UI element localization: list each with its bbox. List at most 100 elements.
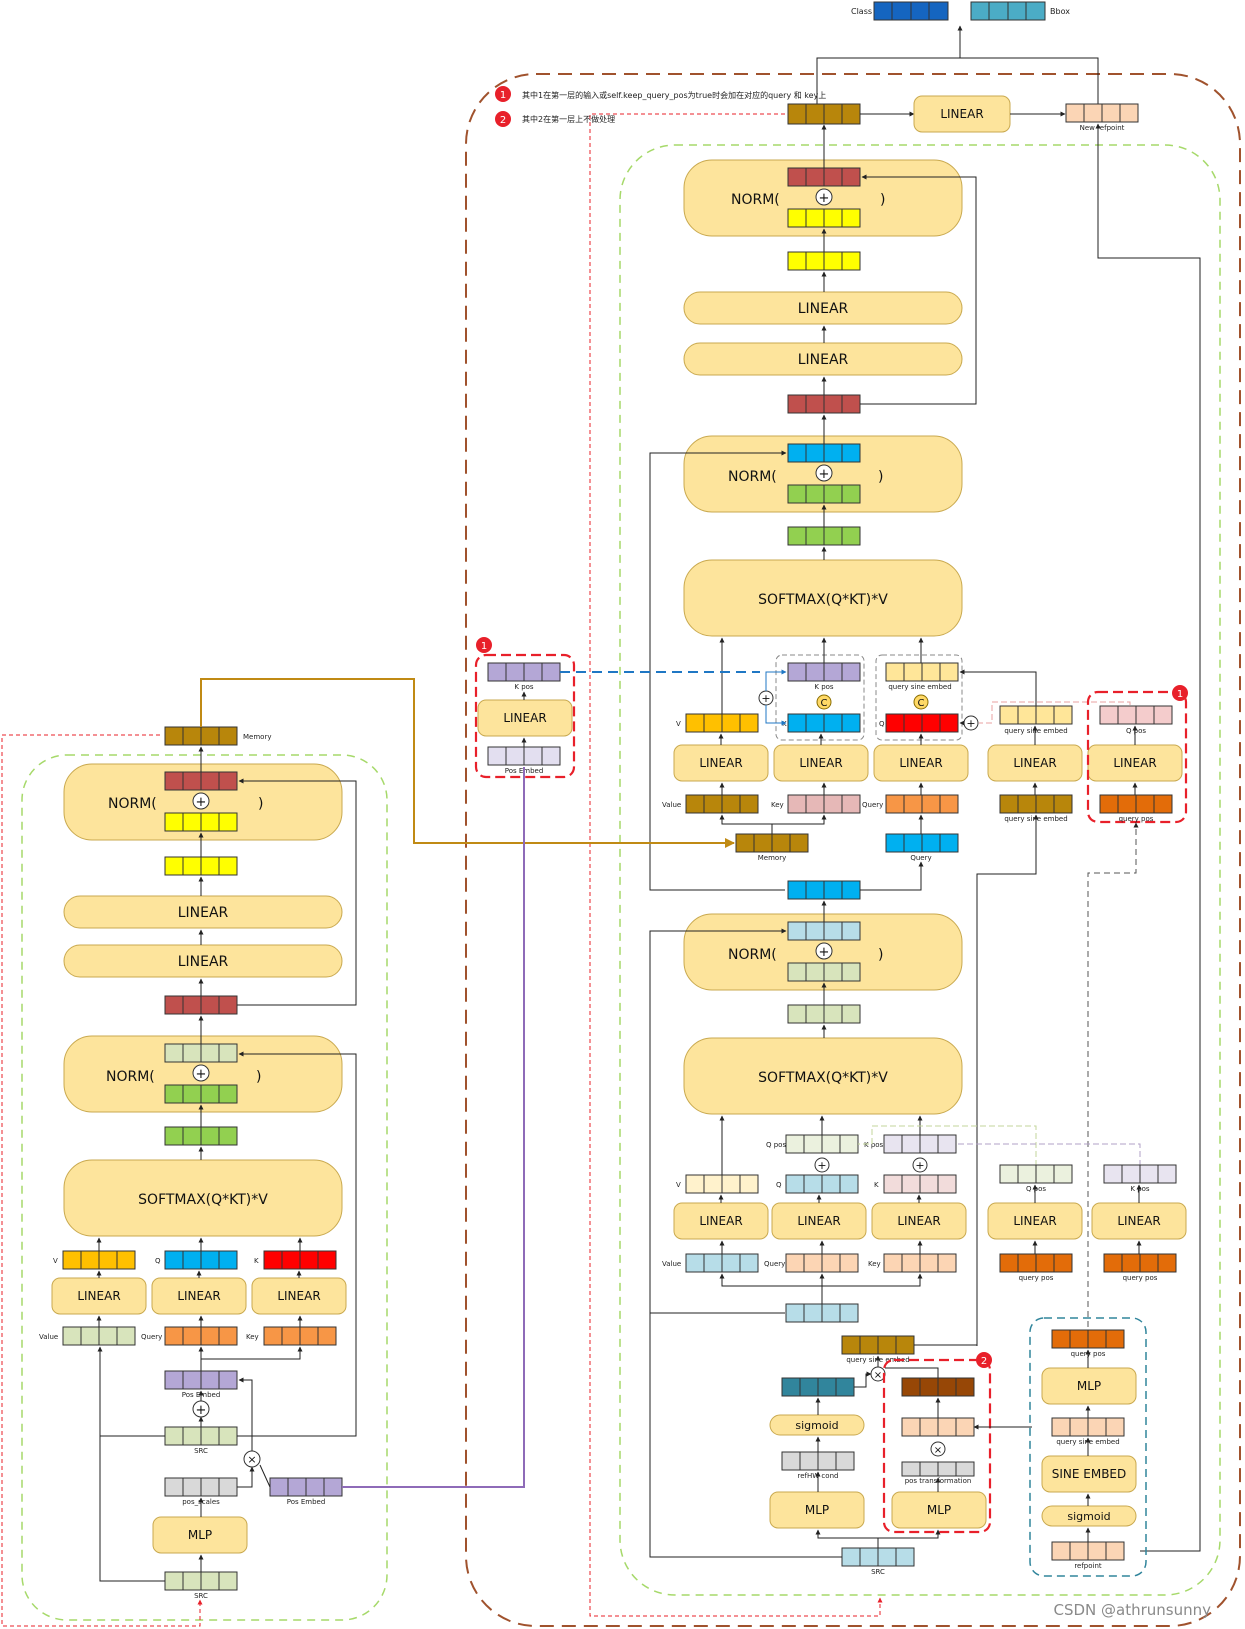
- svg-text:Query: Query: [862, 801, 883, 809]
- svg-text:LINEAR: LINEAR: [799, 756, 842, 770]
- svg-text:×: ×: [247, 1453, 256, 1466]
- svg-text:Query: Query: [910, 854, 931, 862]
- ca-v-label: V: [676, 720, 681, 728]
- sigmoid-box: [769, 1414, 865, 1436]
- svg-text:+: +: [915, 1159, 924, 1172]
- enc-softmax-box: [63, 1159, 343, 1237]
- dec-ffn-out-vector: [787, 251, 861, 271]
- svg-text:refpoint: refpoint: [1074, 1562, 1102, 1570]
- ca-qse-vector: [885, 662, 959, 682]
- svg-text:LINEAR: LINEAR: [899, 756, 942, 770]
- svg-text:Memory: Memory: [758, 854, 786, 862]
- memory-route-line: [200, 678, 735, 848]
- svg-text:1: 1: [500, 90, 506, 101]
- refpoint-branch-group: [1029, 1317, 1147, 1577]
- ca-q-label: Q: [879, 720, 885, 728]
- enc-query-vector: [164, 1326, 238, 1346]
- svg-text:+: +: [196, 795, 207, 810]
- ca-qpos-highlight: [1086, 690, 1188, 824]
- dec-softmax1-box: [683, 559, 963, 637]
- svg-text:Q pos: Q pos: [766, 1141, 786, 1149]
- dec-norm3-out-vector: [787, 167, 861, 187]
- ca-v-vector: [685, 713, 759, 733]
- svg-text:LINEAR: LINEAR: [797, 1214, 840, 1228]
- ca-key-vector: [787, 794, 861, 814]
- encoder-feedback-line: [1, 734, 203, 1627]
- svg-text:Key: Key: [771, 801, 784, 809]
- enc-pos-embed-side-vector: [269, 1477, 343, 1497]
- new-refpoint-vector: [1065, 103, 1139, 123]
- dec-linear-a-box: [683, 291, 963, 325]
- sa-k-pos-vector: [883, 1134, 957, 1154]
- plus-icon: [815, 188, 833, 206]
- plus-icon: [815, 942, 833, 960]
- svg-text:K: K: [874, 1181, 879, 1189]
- enc-norm1-out-vector: [164, 1043, 238, 1063]
- note-badge-2: [495, 111, 511, 127]
- enc-norm2-in-vector: [164, 812, 238, 832]
- svg-text:): ): [878, 947, 883, 963]
- right-query-pos-vector: [1051, 1329, 1125, 1349]
- sine-embed-box: [1041, 1455, 1137, 1493]
- concat-icon: [816, 694, 832, 710]
- svg-text:1: 1: [481, 641, 487, 652]
- svg-text:×: ×: [874, 1370, 882, 1381]
- pos-trans-out-vector: [901, 1377, 975, 1397]
- plus-icon: [814, 1157, 830, 1173]
- pos-trans-mid-vector: [901, 1417, 975, 1437]
- svg-text:SOFTMAX(Q*KT)*V: SOFTMAX(Q*KT)*V: [138, 1192, 268, 1208]
- decoder-inner-border: [619, 144, 1221, 1596]
- enc-norm1-in-vector: [164, 1084, 238, 1104]
- svg-text:K pos: K pos: [514, 683, 534, 691]
- svg-text:Value: Value: [662, 801, 681, 809]
- svg-text:LINEAR: LINEAR: [699, 756, 742, 770]
- ca-query-vector: [885, 794, 959, 814]
- svg-text:Value: Value: [662, 1260, 681, 1268]
- svg-text:Key: Key: [246, 1333, 259, 1341]
- badge-1-icon: [1172, 685, 1188, 701]
- ca-q-pos-vector: [1099, 705, 1173, 725]
- ca-k-pos-vector: [787, 662, 861, 682]
- enc-mlp-box: [152, 1516, 248, 1554]
- sa-v-vector: [685, 1174, 759, 1194]
- refpoint-vector: [1051, 1541, 1125, 1561]
- memory-vector: [164, 726, 238, 746]
- ca-query-input-vector: [885, 833, 959, 853]
- svg-text:LINEAR: LINEAR: [1113, 756, 1156, 770]
- svg-text:sigmoid: sigmoid: [795, 1419, 838, 1432]
- ca-qse-bottom-vector: [999, 794, 1073, 814]
- decoder-feedback-line: [589, 113, 883, 1617]
- enc-ffn-out-vector: [164, 856, 238, 876]
- enc-norm1-label: NORM(: [106, 1069, 155, 1085]
- multiply-icon: [930, 1441, 946, 1457]
- sa-q-pos2-vector: [999, 1164, 1073, 1184]
- bbox-label: Bbox: [1050, 7, 1070, 16]
- svg-text:C: C: [918, 698, 925, 709]
- enc-k-vector: [263, 1250, 337, 1270]
- bottom-qse-vector: [841, 1335, 915, 1355]
- enc-norm2-label: NORM(: [108, 796, 157, 812]
- pos-transformation-vector: [901, 1461, 975, 1477]
- enc-key-vector: [263, 1326, 337, 1346]
- dec-linear-b-box: [683, 342, 963, 376]
- encoder-border: [21, 754, 388, 1621]
- sa-k-vector: [883, 1174, 957, 1194]
- ca-query-pos-vector: [1099, 794, 1173, 814]
- new-refpoint-label: New refpoint: [1080, 124, 1125, 132]
- dec-norm3-label: NORM(: [731, 192, 780, 208]
- class-label: Class: [851, 7, 872, 16]
- enc-pos-scales-vector: [164, 1477, 238, 1497]
- svg-text:1: 1: [1177, 689, 1183, 700]
- sigmoid2-box: [1041, 1505, 1137, 1527]
- enc-src-bottom-vector: [164, 1571, 238, 1591]
- svg-text:Pos Embed: Pos Embed: [287, 1498, 326, 1506]
- svg-text:C: C: [821, 698, 828, 709]
- svg-text:): ): [880, 192, 885, 208]
- svg-text:MLP: MLP: [188, 1528, 212, 1542]
- svg-text:SINE EMBED: SINE EMBED: [1052, 1467, 1127, 1481]
- ca-q-concat-group: [875, 654, 963, 741]
- svg-text:+: +: [196, 1403, 207, 1418]
- sa-query-vector: [785, 1253, 859, 1273]
- svg-text:×: ×: [934, 1445, 942, 1456]
- bbox-vector: [970, 1, 1046, 21]
